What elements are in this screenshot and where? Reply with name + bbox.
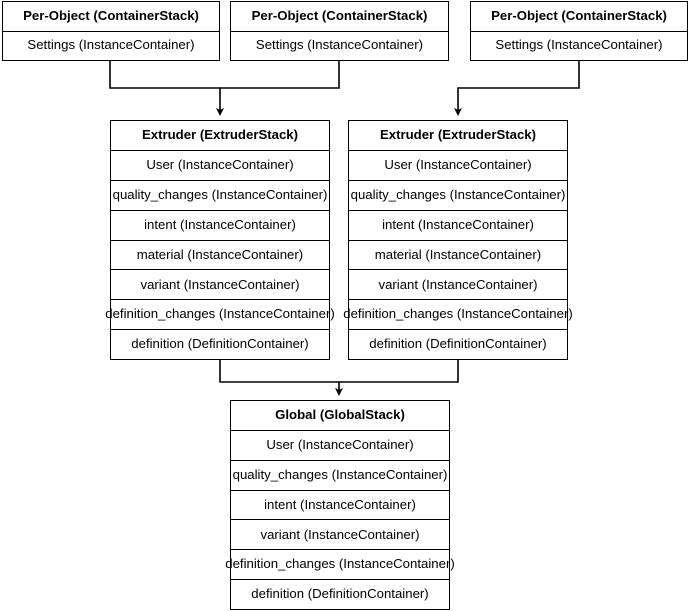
node-row-settings: Settings (InstanceContainer) bbox=[3, 30, 219, 61]
node-extruder-1[interactable]: Extruder (ExtruderStack) User (InstanceC… bbox=[105, 120, 335, 360]
node-row-settings: Settings (InstanceContainer) bbox=[231, 30, 448, 61]
node-row-variant: variant (InstanceContainer) bbox=[231, 519, 449, 549]
node-row-quality-changes: quality_changes (InstanceContainer) bbox=[111, 179, 329, 210]
edge-extruder2-to-global bbox=[339, 360, 459, 383]
node-header: Per-Object (ContainerStack) bbox=[251, 7, 428, 23]
node-row-variant: variant (InstanceContainer) bbox=[111, 269, 329, 299]
node-row-definition-changes: definition_changes (InstanceContainer) bbox=[225, 549, 455, 579]
edge-perobject3-to-extruder2 bbox=[454, 61, 580, 116]
node-row-user: User (InstanceContainer) bbox=[231, 429, 449, 460]
node-header: Global (GlobalStack) bbox=[275, 407, 405, 423]
edge-perobject2-to-extruder1 bbox=[220, 61, 340, 89]
node-row-user: User (InstanceContainer) bbox=[111, 149, 329, 180]
node-per-object-1[interactable]: Per-Object (ContainerStack) Settings (In… bbox=[2, 1, 220, 61]
node-row-material: material (InstanceContainer) bbox=[111, 239, 329, 270]
node-row-material: material (InstanceContainer) bbox=[349, 239, 567, 270]
node-row-quality-changes: quality_changes (InstanceContainer) bbox=[349, 179, 567, 210]
node-row-settings: Settings (InstanceContainer) bbox=[471, 30, 687, 61]
node-row-intent: intent (InstanceContainer) bbox=[231, 489, 449, 520]
node-header: Per-Object (ContainerStack) bbox=[491, 7, 667, 23]
node-header: Extruder (ExtruderStack) bbox=[379, 127, 537, 143]
node-row-quality-changes: quality_changes (InstanceContainer) bbox=[231, 459, 449, 490]
node-row-definition-changes: definition_changes (InstanceContainer) bbox=[105, 299, 335, 329]
node-per-object-3[interactable]: Per-Object (ContainerStack) Settings (In… bbox=[470, 1, 688, 61]
node-row-definition: definition (DefinitionContainer) bbox=[231, 579, 449, 609]
edge-perobject1-to-extruder1 bbox=[109, 61, 224, 116]
node-header: Extruder (ExtruderStack) bbox=[141, 127, 299, 143]
node-global[interactable]: Global (GlobalStack) User (InstanceConta… bbox=[225, 400, 455, 610]
node-row-intent: intent (InstanceContainer) bbox=[111, 209, 329, 240]
edge-extruder1-to-global bbox=[219, 360, 343, 396]
node-row-intent: intent (InstanceContainer) bbox=[349, 209, 567, 240]
node-extruder-2[interactable]: Extruder (ExtruderStack) User (InstanceC… bbox=[343, 120, 573, 360]
node-row-variant: variant (InstanceContainer) bbox=[349, 269, 567, 299]
node-per-object-2[interactable]: Per-Object (ContainerStack) Settings (In… bbox=[230, 1, 449, 61]
node-row-user: User (InstanceContainer) bbox=[349, 149, 567, 180]
node-header: Per-Object (ContainerStack) bbox=[23, 7, 199, 23]
node-row-definition: definition (DefinitionContainer) bbox=[111, 329, 329, 359]
node-row-definition-changes: definition_changes (InstanceContainer) bbox=[343, 299, 573, 329]
node-row-definition: definition (DefinitionContainer) bbox=[349, 329, 567, 359]
